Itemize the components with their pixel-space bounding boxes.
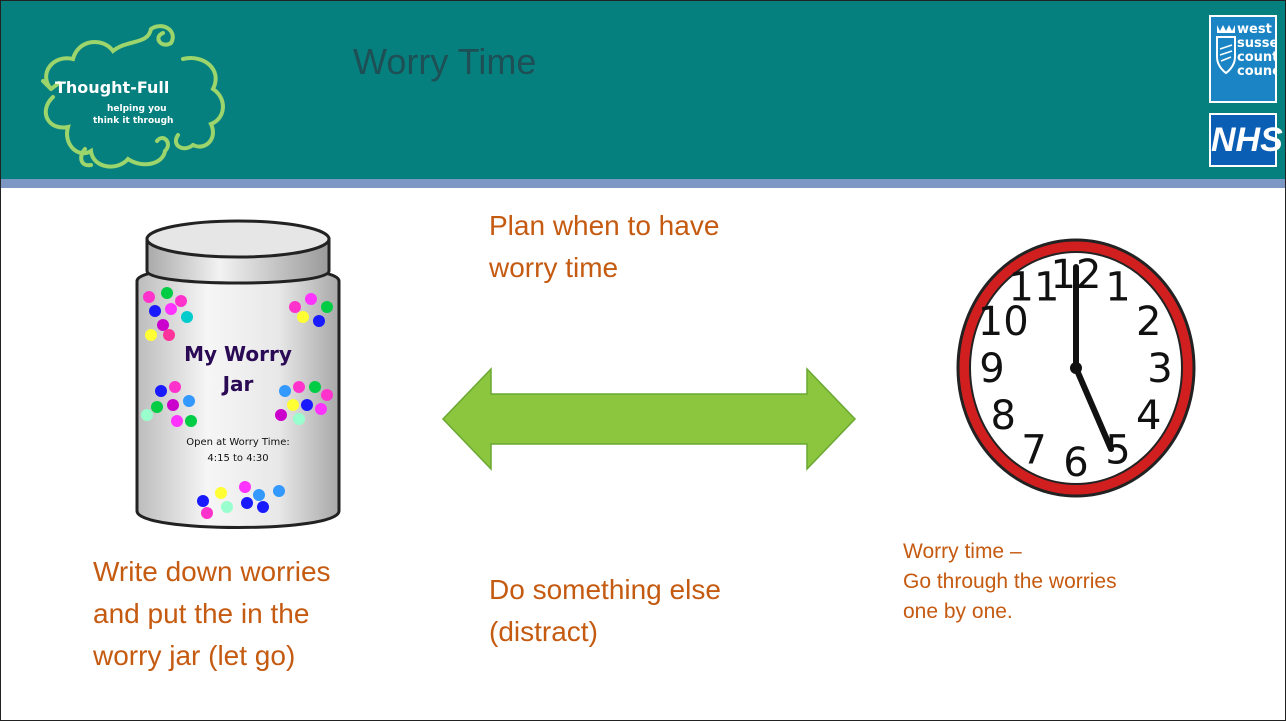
nhs-logo: NHS xyxy=(1209,113,1283,167)
council-line-3: county xyxy=(1237,50,1275,65)
plan-text-line-1: Plan when to have xyxy=(489,210,720,241)
worry-time-line-3: one by one. xyxy=(903,600,1013,623)
council-logo: west sussex county council xyxy=(1209,15,1285,103)
clock-number-11: 11 xyxy=(1009,265,1060,311)
worry-time-line-1: Worry time – xyxy=(903,540,1022,563)
clock-number-6: 6 xyxy=(1063,440,1088,486)
jar-note-1: Open at Worry Time: xyxy=(186,437,290,448)
write-text-line-3: worry jar (let go) xyxy=(93,640,296,671)
plan-text-line-2: worry time xyxy=(489,252,619,283)
clock-hour-hand xyxy=(1073,365,1114,452)
clock-number-1: 1 xyxy=(1105,265,1130,311)
page-title: Worry Time xyxy=(353,41,537,82)
write-text: Write down worries and put the in the wo… xyxy=(93,551,413,677)
clock-number-8: 8 xyxy=(991,393,1016,439)
distract-text: Do something else (distract) xyxy=(489,569,809,653)
clock-number-7: 7 xyxy=(1021,427,1046,473)
double-arrow-icon xyxy=(441,367,857,471)
council-crest-icon: west sussex county council xyxy=(1216,22,1285,79)
distract-text-line-1: Do something else xyxy=(489,574,721,605)
header-divider xyxy=(1,179,1285,188)
clock-number-3: 3 xyxy=(1147,346,1172,392)
worry-time-text: Worry time – Go through the worries one … xyxy=(903,537,1223,627)
nhs-logo-text: NHS xyxy=(1211,115,1283,165)
logo-tagline-1: helping you xyxy=(107,104,167,114)
clock-illustration: 121234567891011 xyxy=(956,238,1196,498)
clock-number-4: 4 xyxy=(1136,393,1161,439)
clock-number-10: 10 xyxy=(978,299,1029,345)
jar-label-2: Jar xyxy=(221,372,254,396)
plan-text: Plan when to have worry time xyxy=(489,205,819,289)
council-line-2: sussex xyxy=(1237,36,1275,51)
clock-number-2: 2 xyxy=(1136,299,1161,345)
worry-time-line-2: Go through the worries xyxy=(903,570,1117,593)
header-bar: Worry Time Thought-Full helping you thin… xyxy=(1,1,1285,179)
write-text-line-1: Write down worries xyxy=(93,556,331,587)
council-line-4: council xyxy=(1237,64,1275,79)
jar-note-2: 4:15 to 4:30 xyxy=(207,453,268,464)
clock-number-9: 9 xyxy=(979,346,1004,392)
thought-full-logo: Thought-Full helping you think it throug… xyxy=(41,24,225,169)
logo-name: Thought-Full xyxy=(55,78,169,97)
jar-candies xyxy=(141,287,333,519)
jar-label-1: My Worry xyxy=(184,342,292,366)
council-line-1: west xyxy=(1237,22,1272,37)
distract-text-line-2: (distract) xyxy=(489,616,598,647)
write-text-line-2: and put the in the xyxy=(93,598,310,629)
logo-tagline-2: think it through xyxy=(93,116,173,126)
worry-jar-illustration: My Worry Jar Open at Worry Time: 4:15 to… xyxy=(135,219,341,529)
